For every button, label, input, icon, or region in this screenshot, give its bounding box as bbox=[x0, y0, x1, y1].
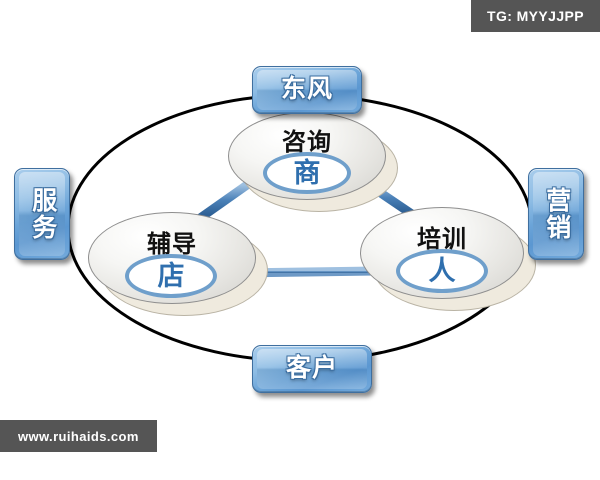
button-label: 营销 bbox=[542, 187, 571, 241]
node-inner-circle: 商 bbox=[263, 152, 351, 194]
watermark-telegram: TG: MYYJJPP bbox=[471, 0, 600, 32]
node-inner-circle: 店 bbox=[125, 254, 217, 298]
button-label: 东风 bbox=[280, 75, 333, 104]
button-marketing[interactable]: 营销 bbox=[528, 168, 584, 260]
button-service[interactable]: 服务 bbox=[14, 168, 70, 260]
node-training-person[interactable]: 培训 人 bbox=[360, 207, 536, 311]
node-consultant[interactable]: 咨询 商 bbox=[228, 112, 398, 212]
node-inner-label: 店 bbox=[157, 260, 185, 291]
button-label: 服务 bbox=[28, 187, 57, 241]
watermark-website: www.ruihaids.com bbox=[0, 420, 157, 452]
node-inner-label: 人 bbox=[428, 255, 456, 286]
node-inner-label: 商 bbox=[293, 157, 321, 188]
node-inner-circle: 人 bbox=[396, 249, 488, 293]
button-dongfeng[interactable]: 东风 bbox=[252, 66, 362, 114]
node-tutoring-store[interactable]: 辅导 店 bbox=[88, 212, 268, 316]
button-customer[interactable]: 客户 bbox=[252, 345, 372, 393]
button-label: 客户 bbox=[285, 354, 338, 383]
